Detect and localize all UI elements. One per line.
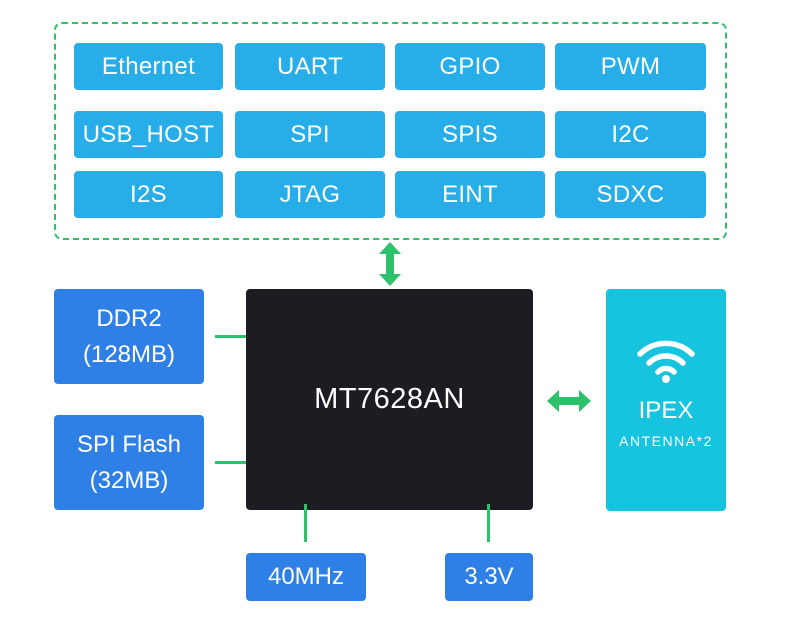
interface-sdxc: SDXC xyxy=(555,171,706,218)
interface-group-panel xyxy=(54,22,727,240)
interface-spi: SPI xyxy=(235,111,385,158)
interface-usb-host: USB_HOST xyxy=(74,111,223,158)
ddr2-memory-box: DDR2 (128MB) xyxy=(54,289,204,384)
power-connector xyxy=(487,504,490,542)
interface-i2c: I2C xyxy=(555,111,706,158)
soc-label: MT7628AN xyxy=(314,383,465,415)
spi-flash-connector xyxy=(215,461,254,464)
antenna-subtitle: ANTENNA*2 xyxy=(619,433,713,449)
spi-flash-size: (32MB) xyxy=(89,466,169,494)
interface-pwm: PWM xyxy=(555,43,706,90)
interface-bus-arrow-icon xyxy=(379,242,401,286)
antenna-title: IPEX xyxy=(638,397,694,424)
ddr2-connector xyxy=(215,335,254,338)
interface-eint: EINT xyxy=(395,171,545,218)
ddr2-label: DDR2 xyxy=(96,304,162,332)
spi-flash-box: SPI Flash (32MB) xyxy=(54,415,204,510)
spi-flash-label: SPI Flash xyxy=(76,430,182,458)
interface-uart: UART xyxy=(235,43,385,90)
ipex-antenna-box: IPEX ANTENNA*2 xyxy=(606,289,726,511)
interface-jtag: JTAG xyxy=(235,171,385,218)
soc-chip: MT7628AN xyxy=(246,289,533,510)
interface-spis: SPIS xyxy=(395,111,545,158)
interface-ethernet: Ethernet xyxy=(74,43,223,90)
antenna-link-arrow-icon xyxy=(547,390,591,412)
power-label: 3.3V xyxy=(464,563,514,590)
clock-box: 40MHz xyxy=(246,553,366,601)
power-box: 3.3V xyxy=(445,553,533,601)
interface-i2s: I2S xyxy=(74,171,223,218)
wifi-icon xyxy=(637,340,695,383)
interface-gpio: GPIO xyxy=(395,43,545,90)
ddr2-size: (128MB) xyxy=(82,340,176,368)
clock-connector xyxy=(304,504,307,542)
clock-label: 40MHz xyxy=(267,563,345,590)
